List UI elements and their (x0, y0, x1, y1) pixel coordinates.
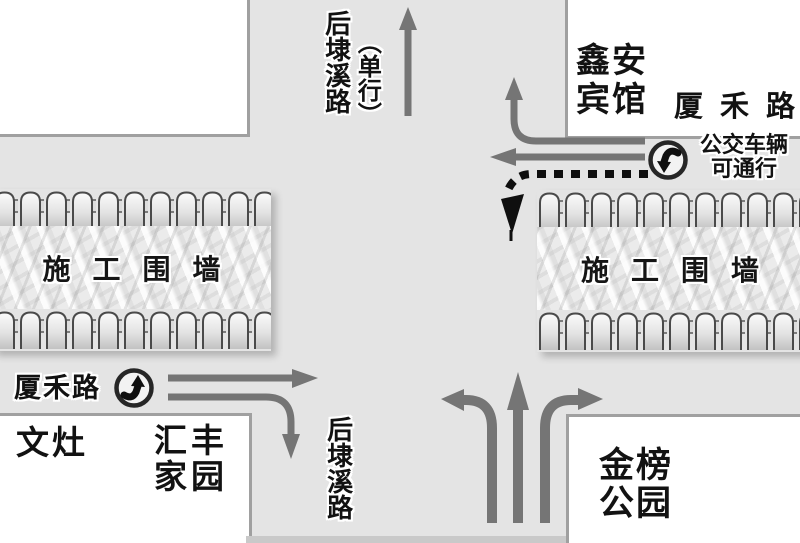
road-label-north-note: （单行） (353, 30, 381, 126)
road-label-east: 厦禾路 (674, 91, 800, 123)
dashed-path (504, 170, 648, 192)
construction-wall-left: 施工围墙 (0, 189, 271, 351)
sign-curve (660, 147, 682, 166)
hotel-label-line1: 鑫安 (576, 42, 648, 80)
building-block-southwest (0, 413, 252, 543)
fence-posts-bottom (0, 309, 271, 351)
lane-shaft (462, 395, 497, 523)
lane-head (507, 372, 529, 410)
construction-wall-right: 施工围墙 (537, 190, 800, 352)
bus-dashed-route-arrow (501, 170, 648, 241)
curve-head (505, 77, 523, 100)
curve-head (282, 434, 300, 459)
wall-band: 施工围墙 (537, 227, 800, 310)
fence-posts-top (0, 189, 271, 226)
curve-shaft (510, 98, 645, 145)
road-label-west: 厦禾路 (14, 373, 101, 403)
road-label-north: 后埭溪路 (321, 10, 352, 114)
park-label-line1: 金榜 (599, 446, 674, 485)
curve-shaft (168, 393, 295, 436)
wall-label-right: 施工围墙 (580, 254, 781, 286)
bus-note-line2: 可通行 (710, 156, 777, 181)
lane-head (578, 388, 603, 410)
north-up-arrow-head (399, 7, 417, 30)
straight-head (490, 148, 516, 166)
south-straight-arrow (507, 372, 529, 523)
building-block-southeast (566, 414, 800, 543)
bus-note-line1: 公交车辆 (699, 132, 788, 157)
hotel-label: 鑫安 宾馆 (576, 42, 648, 120)
north-up-arrow (399, 7, 417, 116)
building-block-northwest (0, 0, 250, 137)
estate-label-line2: 家园 (154, 458, 228, 495)
building-block-northeast (565, 0, 800, 139)
wall-label-left: 施工围墙 (42, 253, 243, 285)
straight-head (292, 369, 318, 388)
park-label: 金榜 公园 (599, 447, 673, 523)
fence-posts-bottom (537, 310, 800, 352)
south-road-edge-band (246, 536, 566, 543)
south-left-turn-arrow (441, 389, 497, 523)
estate-label: 汇丰 家园 (154, 423, 228, 495)
park-label-line2: 公园 (599, 484, 674, 523)
turn-sign-icon-east (648, 140, 688, 180)
fence-posts-top (537, 190, 800, 227)
road-label-south: 后埭溪路 (323, 416, 354, 520)
east-to-west-arrow (490, 148, 645, 166)
turn-sign-icon-west (114, 368, 154, 408)
sign-curve (120, 382, 142, 401)
estate-label-line1: 汇丰 (154, 422, 228, 459)
sign-arrow-head (131, 375, 145, 387)
lane-shaft (540, 395, 579, 523)
south-right-turn-arrow (540, 388, 603, 523)
wall-band: 施工围墙 (0, 226, 271, 309)
sign-arrow-head (657, 161, 671, 173)
dashed-head (501, 194, 524, 234)
hotel-label-line2: 宾馆 (576, 81, 648, 119)
bus-note-label: 公交车辆 可通行 (694, 133, 794, 181)
lane-head (441, 389, 464, 411)
wenzao-label: 文灶 (16, 424, 88, 461)
west-to-east-arrow (168, 369, 318, 388)
east-left-turn-curved-arrow (505, 77, 645, 145)
west-right-turn-curved-arrow (168, 393, 300, 459)
